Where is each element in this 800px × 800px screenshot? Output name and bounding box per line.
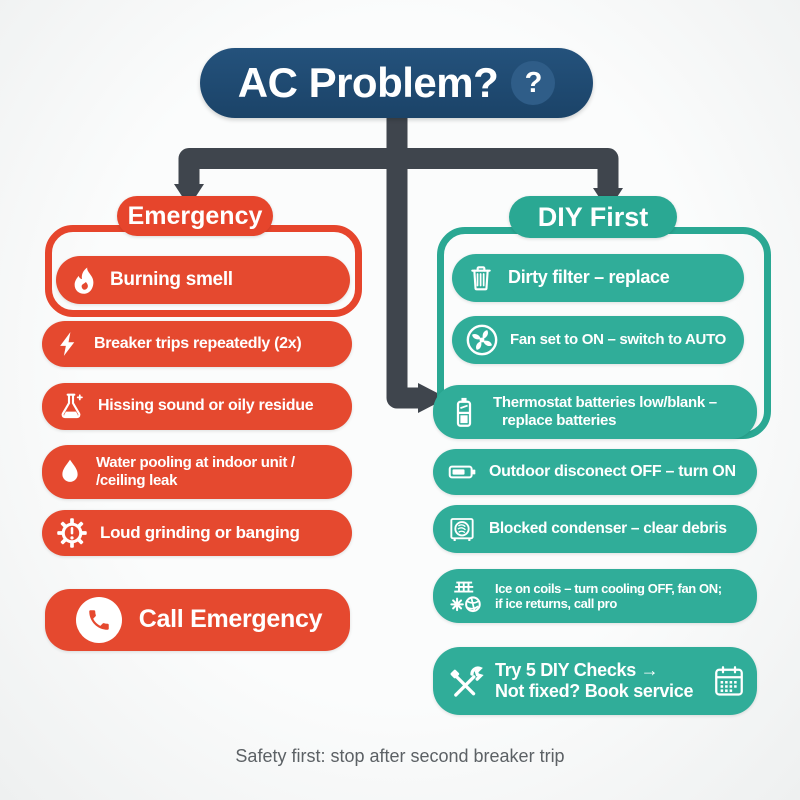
question-badge-icon: ? <box>511 61 556 105</box>
calendar-icon <box>711 663 747 699</box>
call-emergency-node: Call Emergency <box>45 589 350 651</box>
tools-icon <box>446 662 484 700</box>
node-water-pooling: Water pooling at indoor unit / /ceiling … <box>42 445 352 499</box>
cta-label: Call Emergency <box>138 605 323 634</box>
trash-icon <box>465 262 497 294</box>
item-label: Loud grinding or banging <box>100 522 300 542</box>
item-label-line2: replace batteries <box>502 412 617 429</box>
item-label: Fan set to ON – switch to AUTO <box>510 331 727 349</box>
node-fan-setting: Fan set to ON – switch to AUTO <box>452 316 744 364</box>
cta-label-line2: Not fixed? Book service <box>495 681 694 701</box>
battery-horizontal-icon <box>446 456 478 488</box>
root-title: AC Problem? <box>237 59 499 106</box>
emergency-header: Emergency <box>117 196 273 236</box>
node-hissing-sound: Hissing sound or oily residue <box>42 383 352 430</box>
cta-label: Try 5 DIY Checks → <box>495 659 659 680</box>
bolt-icon <box>55 330 83 358</box>
flame-icon <box>69 265 99 295</box>
item-label: Blocked condenser – clear debris <box>489 519 727 537</box>
node-outdoor-disconnect: Outdoor disconect OFF – turn ON <box>433 449 757 495</box>
item-label: Ice on coils – turn cooling OFF, fan ON; <box>495 580 722 596</box>
node-blocked-condenser: Blocked condenser – clear debris <box>433 505 757 553</box>
node-dirty-filter: Dirty filter – replace <box>452 254 744 302</box>
node-burning-smell: Burning smell <box>56 256 350 304</box>
item-label-line2: /ceiling leak <box>96 472 178 489</box>
fan-icon <box>465 323 499 357</box>
item-label: Outdoor disconect OFF – turn ON <box>489 462 736 480</box>
item-label: Hissing sound or oily residue <box>98 397 314 415</box>
safety-note: Safety first: stop after second breaker … <box>235 746 565 766</box>
phone-icon <box>75 597 122 643</box>
root-node: AC Problem? ? <box>200 48 593 118</box>
item-label: Water pooling at indoor unit / <box>96 454 295 472</box>
ice-coils-icon <box>446 577 484 615</box>
diy-header: DIY First <box>509 196 677 238</box>
item-label: Dirty filter – replace <box>508 267 670 288</box>
droplet-icon <box>55 457 85 487</box>
gear-alert-icon <box>55 516 89 550</box>
condenser-icon <box>446 513 478 545</box>
battery-vertical-icon <box>446 394 482 430</box>
node-breaker-trips: Breaker trips repeatedly (2x) <box>42 321 352 367</box>
flask-icon <box>55 391 87 423</box>
item-label: Thermostat batteries low/blank – <box>493 394 717 412</box>
node-ice-on-coils: Ice on coils – turn cooling OFF, fan ON;… <box>433 569 757 623</box>
book-service-node: Try 5 DIY Checks → Not fixed? Book servi… <box>433 647 757 715</box>
item-label: Breaker trips repeatedly (2x) <box>94 334 302 352</box>
item-label-line2: if ice returns, call pro <box>495 596 617 611</box>
node-thermostat-batteries: Thermostat batteries low/blank – replace… <box>433 385 757 439</box>
node-loud-grinding: Loud grinding or banging <box>42 510 352 556</box>
item-label: Burning smell <box>110 268 233 290</box>
